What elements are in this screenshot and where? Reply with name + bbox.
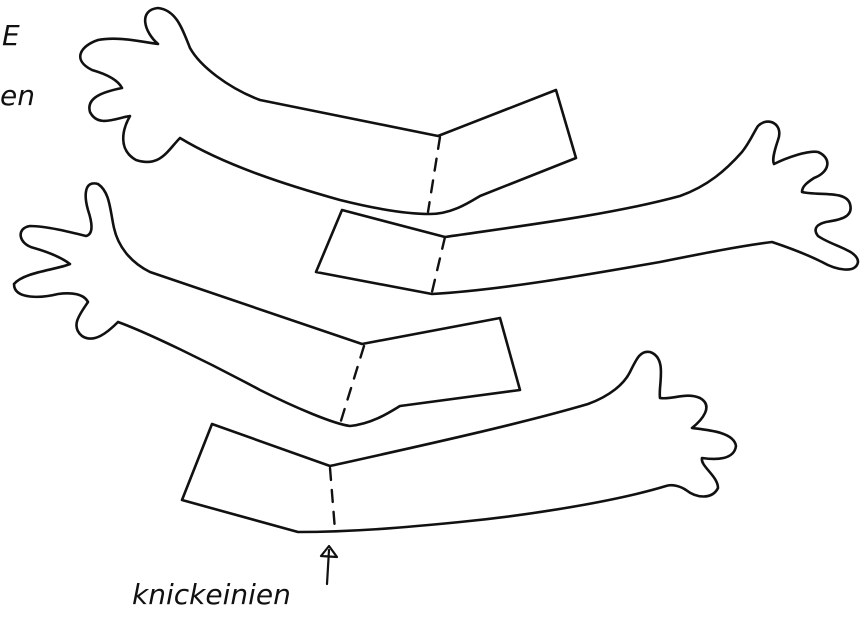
arm-3-fold-line — [340, 346, 364, 424]
arm-2-fold-line — [432, 237, 445, 292]
fold-line-label: knickeinien — [132, 578, 291, 611]
margin-glyph-e: E — [2, 19, 20, 52]
arm-1-outline — [80, 8, 576, 214]
arm-4-fold-line — [330, 468, 335, 530]
arm-4-outline — [182, 352, 736, 532]
arm-1-fold-line — [428, 137, 440, 212]
arm-2-outline — [316, 122, 858, 294]
arm-3-outline — [14, 183, 520, 426]
margin-text-fragment: en — [0, 79, 35, 112]
up-arrow-icon — [321, 546, 337, 584]
